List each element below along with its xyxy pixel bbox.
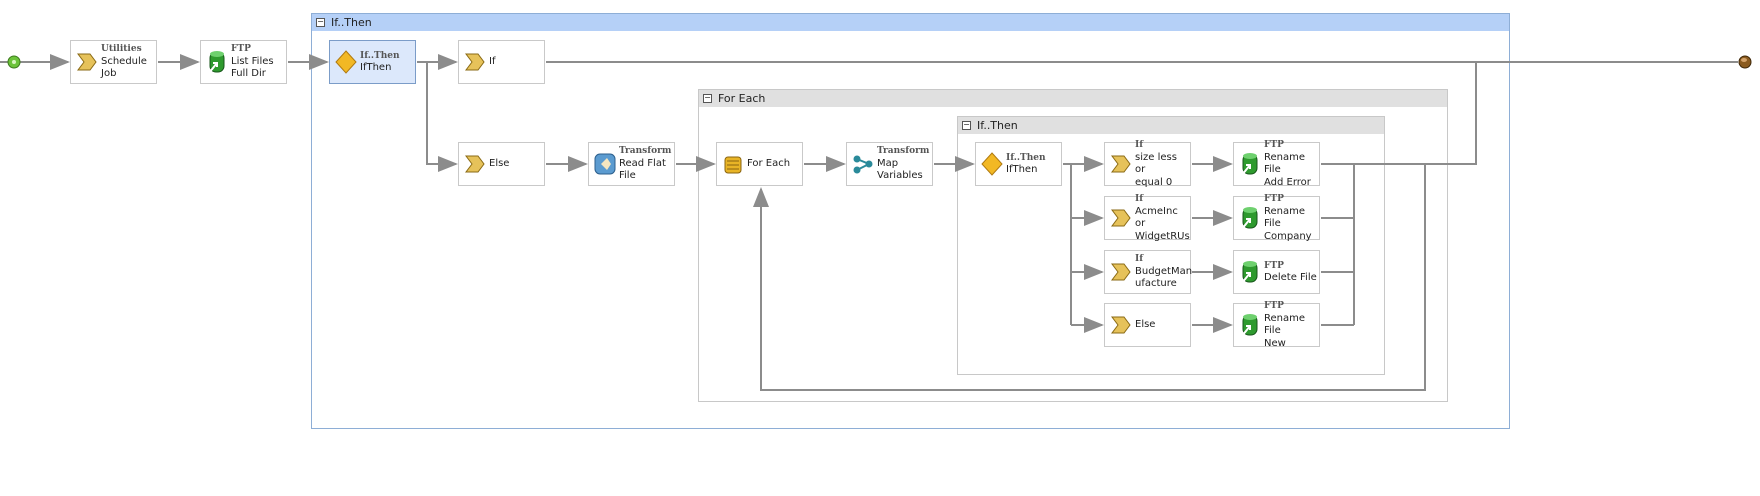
node-label: size less or <box>1135 151 1177 176</box>
container-title: If..Then <box>331 16 372 29</box>
ftp-icon <box>1239 259 1261 285</box>
container-title: If..Then <box>977 119 1018 132</box>
node-category: Utilities <box>101 44 142 55</box>
connector <box>1321 217 1354 326</box>
node-label: If <box>489 55 496 67</box>
node-label: Read Flat <box>619 157 666 169</box>
connector <box>426 62 458 172</box>
node-category: If <box>1135 254 1144 265</box>
node-label: Delete File <box>1264 272 1317 283</box>
node-label: IfThen <box>1006 164 1038 175</box>
chevron-icon <box>1110 205 1132 231</box>
node-label: New <box>1264 337 1286 349</box>
node-label: List Files <box>231 55 274 67</box>
map-icon <box>852 151 874 177</box>
chevron-icon <box>1110 259 1132 285</box>
ftp-icon <box>1239 205 1261 231</box>
node-category: Transform <box>877 146 930 157</box>
node-label: ufacture <box>1135 278 1177 290</box>
ftp-icon <box>1239 151 1261 177</box>
node-label: WidgetRUs <box>1135 230 1190 242</box>
connector <box>1321 62 1477 165</box>
node-label: Job <box>101 68 117 80</box>
node-label: AcmeInc or <box>1135 205 1178 230</box>
node-label: IfThen <box>360 62 392 73</box>
node-foreach[interactable]: For Each <box>716 142 803 186</box>
chevron-icon <box>1110 312 1132 338</box>
node-category: Transform <box>619 146 672 157</box>
node-label: Company <box>1264 230 1312 242</box>
chevron-icon <box>1110 151 1132 177</box>
collapse-toggle-icon[interactable]: − <box>962 120 971 130</box>
node-label: Else <box>1135 318 1156 330</box>
node-label: Rename File <box>1264 151 1306 176</box>
node-label: equal 0 <box>1135 176 1173 188</box>
node-category: If <box>1135 194 1144 204</box>
node-if-outer[interactable]: If <box>458 40 545 84</box>
node-category: If..Then <box>360 50 400 61</box>
transform-icon <box>594 151 616 177</box>
node-label: File <box>619 170 636 182</box>
node-category: FTP <box>231 44 251 55</box>
node-label: Variables <box>877 170 923 182</box>
chevron-icon <box>76 49 98 75</box>
connector <box>753 164 1426 391</box>
node-label: For Each <box>747 157 791 169</box>
chevron-icon <box>464 151 486 177</box>
node-else-inner[interactable]: Else <box>1104 303 1191 347</box>
node-else-outer[interactable]: Else <box>458 142 545 186</box>
chevron-icon <box>464 49 486 75</box>
node-label: Rename File <box>1264 205 1306 230</box>
node-label: Add Error <box>1264 176 1311 188</box>
node-category: FTP <box>1264 260 1284 271</box>
node-category: If <box>1135 140 1144 150</box>
node-label: Else <box>489 157 510 169</box>
node-label: Rename File <box>1264 312 1306 337</box>
collapse-toggle-icon[interactable]: − <box>703 93 712 103</box>
node-category: FTP <box>1264 140 1284 150</box>
ftp-icon <box>206 49 228 75</box>
diamond-icon <box>981 151 1003 177</box>
node-label: BudgetMan <box>1135 265 1193 277</box>
node-category: FTP <box>1264 301 1284 311</box>
node-category: FTP <box>1264 194 1284 204</box>
node-label: Map <box>877 157 899 169</box>
end-node-icon[interactable] <box>1738 55 1752 69</box>
foreach-icon <box>722 151 744 177</box>
ftp-icon <box>1239 312 1261 338</box>
node-category: If..Then <box>1006 152 1046 163</box>
node-label: Schedule <box>101 55 147 67</box>
diamond-icon <box>335 49 357 75</box>
container-title: For Each <box>718 92 766 105</box>
collapse-toggle-icon[interactable]: − <box>316 17 325 27</box>
node-label: Full Dir <box>231 68 266 80</box>
